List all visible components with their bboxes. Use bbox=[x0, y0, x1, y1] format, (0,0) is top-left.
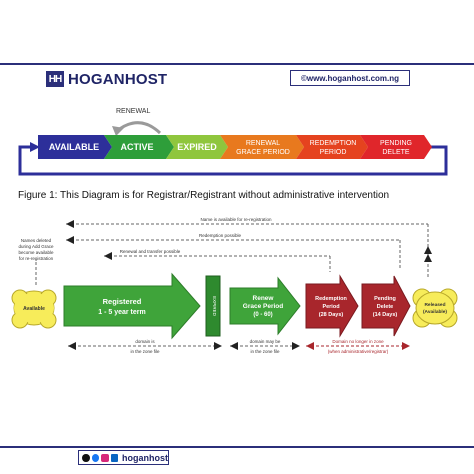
registered-arrow bbox=[63, 272, 201, 340]
pending-arrow bbox=[361, 275, 411, 337]
arrow-tip bbox=[292, 342, 300, 350]
redemption-label: Period bbox=[322, 304, 339, 310]
stage-label: RENEWAL bbox=[246, 140, 280, 147]
renewal-arrowhead bbox=[112, 126, 124, 136]
renewal-label: RENEWAL bbox=[116, 108, 150, 115]
stage-label: PENDING bbox=[380, 140, 412, 147]
released-cloud bbox=[412, 288, 458, 328]
pending-label: Delete bbox=[377, 304, 394, 310]
stage-label: REDEMPTION bbox=[310, 140, 357, 147]
stage-label: EXPIRED bbox=[177, 142, 217, 152]
arrow-tip bbox=[230, 342, 238, 350]
deleted-note: become available bbox=[18, 250, 54, 255]
stage-label: ACTIVE bbox=[120, 142, 153, 152]
stage-label: GRACE PERIOD bbox=[236, 149, 290, 156]
redemption-label: (28 Days) bbox=[319, 312, 344, 318]
expired-label: EXPIRED bbox=[212, 296, 217, 317]
stage-label: PERIOD bbox=[320, 149, 347, 156]
available-cloud bbox=[11, 289, 57, 329]
stage-label: AVAILABLE bbox=[49, 142, 99, 152]
logo-mark: HH bbox=[46, 71, 64, 87]
deleted-note: during Add Grace bbox=[18, 244, 54, 249]
available-label: Available bbox=[23, 306, 45, 312]
pending-label: (14 Days) bbox=[373, 312, 398, 318]
social-handle: hoganhost bbox=[122, 452, 168, 463]
arrow-tip bbox=[68, 342, 76, 350]
bottom-note: (when administrative/registrar) bbox=[328, 349, 389, 354]
arrow-tip bbox=[214, 342, 222, 350]
brand-logo: HH HOGANHOST bbox=[46, 70, 167, 88]
stage-active bbox=[104, 135, 174, 159]
renewal-curve bbox=[117, 121, 162, 135]
expired-bar bbox=[205, 275, 221, 337]
lifecycle-diagram: RENEWAL AVAILABLE ACTIVE EXPIRED RENEWAL… bbox=[18, 108, 448, 176]
arrow-tip bbox=[306, 342, 314, 350]
registered-label: Registered bbox=[103, 297, 142, 306]
arrow-tip bbox=[66, 236, 74, 244]
brand-name: HOGANHOST bbox=[68, 70, 168, 88]
registrar-diagram: Name is available for re-registration Re… bbox=[11, 217, 458, 354]
pending-label: Pending bbox=[374, 296, 396, 302]
deleted-note: Names deleted bbox=[21, 238, 52, 243]
note-text: Name is available for re-registration bbox=[200, 217, 272, 222]
arrow-tip bbox=[424, 254, 432, 262]
linkedin-icon[interactable] bbox=[110, 453, 118, 462]
redemption-arrow bbox=[305, 274, 359, 338]
footer-divider bbox=[0, 446, 474, 448]
renew-label: Renew bbox=[253, 295, 275, 302]
redemption-label: Redemption bbox=[315, 296, 347, 302]
loop-line bbox=[18, 145, 448, 176]
note-text: Renewal and transfer possible bbox=[120, 249, 181, 254]
arrow-tip bbox=[104, 252, 112, 260]
stage-renewal-grace bbox=[220, 135, 304, 159]
stage-label: DELETE bbox=[382, 149, 410, 156]
website-badge[interactable]: ©www.hoganhost.com.ng bbox=[290, 70, 410, 86]
released-label: Released bbox=[424, 302, 445, 308]
bottom-note: in the zone file bbox=[250, 349, 280, 354]
renew-label: Grace Period bbox=[243, 303, 283, 310]
bottom-note: in the zone file bbox=[130, 349, 160, 354]
stage-available bbox=[38, 135, 112, 159]
loop-arrowhead bbox=[30, 142, 40, 152]
bottom-note: Domain no longer in zone bbox=[332, 339, 384, 344]
released-label: (Available) bbox=[423, 309, 447, 315]
arrow-tip bbox=[402, 342, 410, 350]
header-divider bbox=[0, 63, 474, 65]
renew-grace-arrow bbox=[229, 276, 301, 336]
stage-expired bbox=[166, 135, 228, 159]
stage-redemption bbox=[296, 135, 368, 159]
facebook-icon[interactable] bbox=[91, 453, 99, 462]
note-text: Redemption possible bbox=[199, 233, 242, 238]
stage-pending-delete bbox=[360, 135, 432, 159]
arrow-tip bbox=[66, 220, 74, 228]
instagram-icon[interactable] bbox=[101, 453, 109, 462]
social-badge[interactable]: hoganhost bbox=[78, 450, 169, 465]
renew-label: (0 - 60) bbox=[253, 312, 272, 318]
figure-caption: Figure 1: This Diagram is for Registrar/… bbox=[18, 190, 390, 201]
deleted-note: for re-registration bbox=[19, 256, 54, 261]
bottom-note: domain may be bbox=[250, 339, 281, 344]
registered-term: 1 - 5 year term bbox=[98, 309, 145, 316]
arrow-tip bbox=[424, 246, 432, 254]
bottom-note: domain is bbox=[135, 339, 155, 344]
twitter-icon[interactable] bbox=[82, 453, 90, 462]
